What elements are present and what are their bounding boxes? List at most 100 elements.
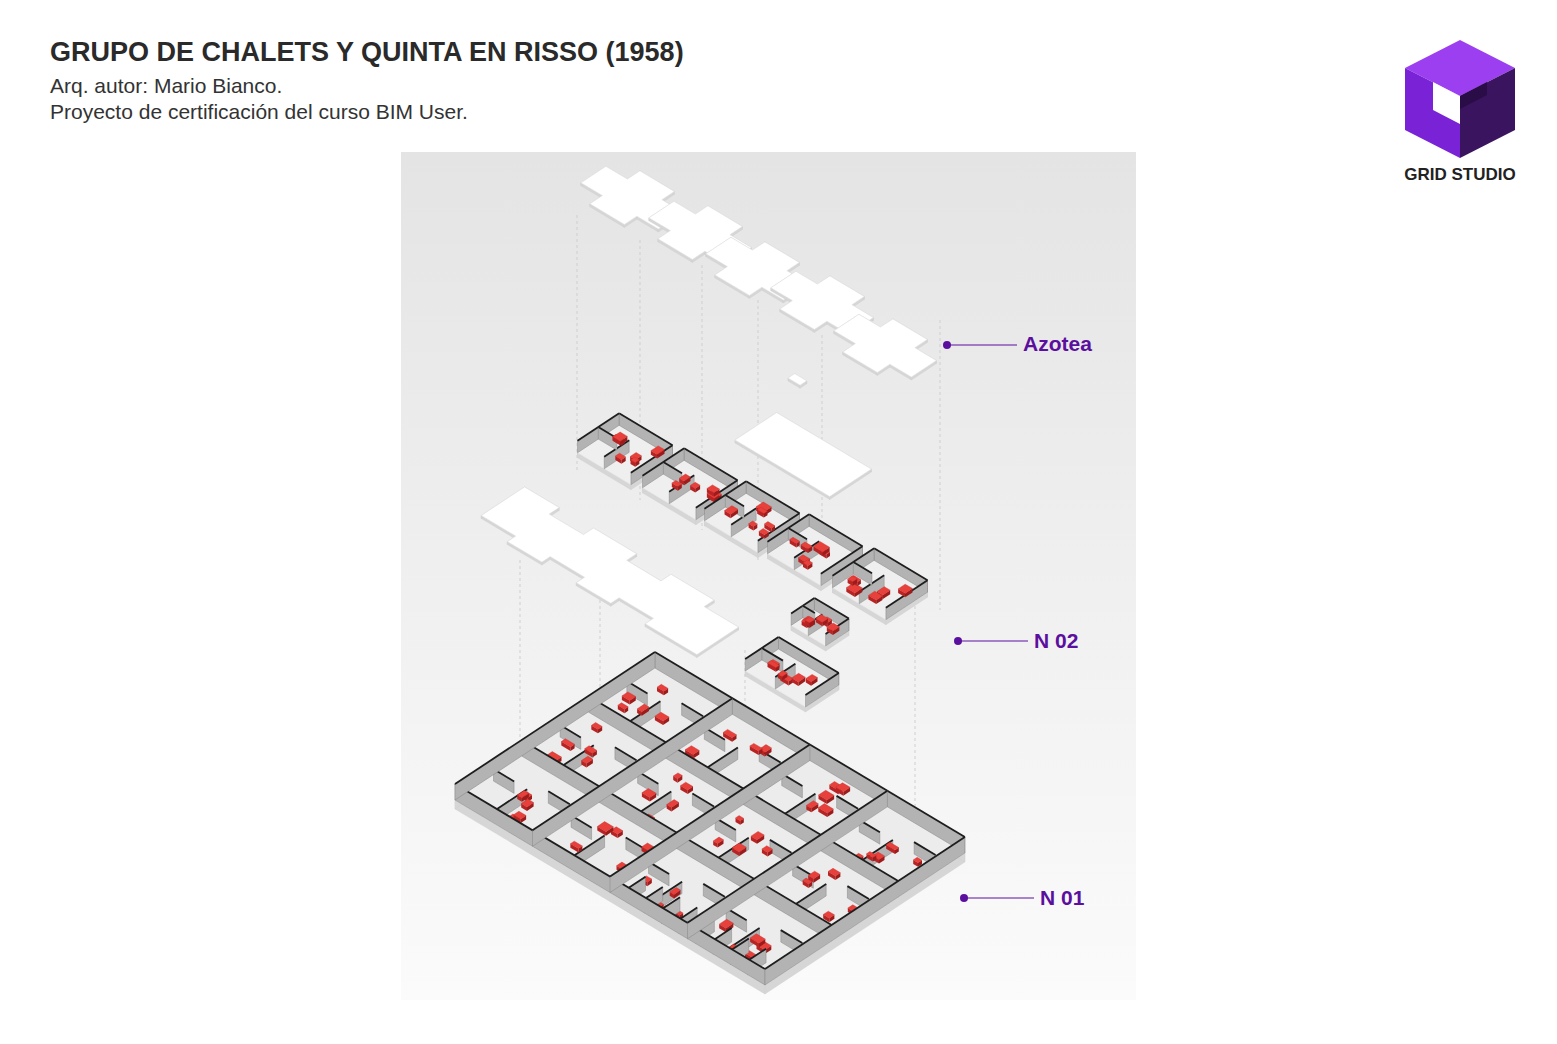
furniture bbox=[673, 773, 682, 779]
furniture bbox=[818, 804, 833, 813]
wall bbox=[853, 562, 872, 585]
wall bbox=[886, 580, 928, 620]
logo-text: GRID STUDIO bbox=[1360, 165, 1557, 185]
level-label: Azotea bbox=[1023, 331, 1092, 356]
furniture bbox=[749, 521, 758, 526]
furniture bbox=[690, 482, 700, 488]
subtitle: Arq. autor: Mario Bianco. bbox=[50, 73, 282, 98]
floor-slab-white bbox=[735, 413, 871, 497]
wall-top bbox=[781, 930, 803, 943]
furniture bbox=[637, 704, 649, 712]
wall-top bbox=[779, 637, 839, 673]
projection-line bbox=[940, 320, 941, 610]
wall-top bbox=[748, 949, 766, 961]
wall-top bbox=[886, 580, 928, 608]
furniture bbox=[816, 615, 828, 623]
wall bbox=[806, 673, 839, 707]
furniture bbox=[757, 507, 767, 513]
wall-top bbox=[682, 703, 704, 716]
furniture bbox=[570, 841, 582, 848]
wall-top bbox=[847, 886, 869, 899]
wall-top bbox=[837, 796, 859, 809]
logo-right bbox=[1460, 68, 1515, 158]
leader-line bbox=[947, 344, 1017, 345]
wall-top bbox=[522, 740, 832, 925]
furniture bbox=[801, 542, 813, 549]
furniture bbox=[762, 846, 773, 853]
furniture bbox=[585, 746, 597, 754]
leader-line bbox=[964, 897, 1034, 898]
furniture bbox=[732, 843, 746, 852]
wall-top bbox=[874, 548, 927, 580]
wall-top bbox=[610, 745, 810, 877]
wall bbox=[775, 664, 795, 689]
furniture bbox=[679, 474, 690, 481]
wall bbox=[826, 619, 849, 646]
title: GRUPO DE CHALETS Y QUINTA EN RISSO (1958… bbox=[50, 36, 684, 68]
furniture bbox=[514, 811, 527, 819]
wall-top bbox=[803, 606, 815, 613]
furniture bbox=[750, 743, 763, 751]
wall-top bbox=[746, 481, 799, 513]
furniture bbox=[792, 673, 806, 682]
logo-left bbox=[1405, 68, 1460, 158]
furniture bbox=[778, 671, 788, 677]
floor-slab bbox=[455, 668, 965, 985]
furniture bbox=[913, 857, 922, 863]
furniture bbox=[615, 453, 625, 460]
roof-slab bbox=[788, 374, 807, 386]
furniture bbox=[768, 661, 780, 668]
wall-top bbox=[615, 747, 637, 760]
furniture bbox=[597, 822, 613, 832]
furniture bbox=[521, 799, 533, 807]
furniture bbox=[561, 739, 574, 747]
wall bbox=[765, 837, 965, 985]
floor-slab-edge bbox=[455, 800, 765, 994]
furniture bbox=[680, 782, 693, 790]
leader-dot bbox=[943, 341, 951, 349]
furniture bbox=[898, 584, 912, 593]
wall bbox=[588, 696, 898, 897]
wall-top bbox=[663, 462, 682, 473]
furniture bbox=[790, 537, 800, 543]
furniture bbox=[868, 591, 882, 600]
furniture bbox=[581, 756, 593, 763]
wall-top bbox=[713, 928, 731, 940]
furniture bbox=[736, 816, 744, 821]
furniture bbox=[806, 801, 818, 809]
wall-top bbox=[644, 887, 662, 899]
furniture bbox=[618, 703, 628, 709]
furniture bbox=[667, 800, 679, 808]
logo-cut bbox=[1433, 82, 1460, 124]
wall-top bbox=[788, 528, 807, 539]
roof-slab bbox=[834, 314, 937, 377]
furniture bbox=[806, 674, 818, 681]
wall-top bbox=[731, 938, 749, 950]
furniture bbox=[823, 911, 834, 918]
furniture bbox=[622, 692, 636, 701]
projection-line bbox=[577, 215, 578, 470]
furniture bbox=[836, 783, 850, 792]
wall-top bbox=[762, 648, 783, 661]
furniture bbox=[886, 842, 899, 850]
furniture bbox=[517, 790, 529, 797]
furniture bbox=[707, 485, 720, 493]
wall-top bbox=[548, 791, 570, 804]
furniture bbox=[808, 871, 820, 879]
wall-top bbox=[687, 791, 887, 923]
wall bbox=[833, 548, 875, 588]
wall bbox=[643, 448, 685, 488]
wall bbox=[705, 481, 747, 521]
furniture bbox=[591, 723, 602, 730]
wall-top bbox=[703, 884, 725, 897]
furniture bbox=[867, 852, 877, 858]
wall bbox=[791, 598, 814, 625]
furniture bbox=[725, 506, 739, 515]
wall-top bbox=[725, 495, 744, 506]
furniture bbox=[827, 623, 840, 631]
wall bbox=[768, 514, 810, 554]
furniture bbox=[685, 746, 699, 755]
wall bbox=[522, 740, 832, 941]
wall-top bbox=[809, 514, 862, 546]
wall-top bbox=[455, 652, 655, 784]
